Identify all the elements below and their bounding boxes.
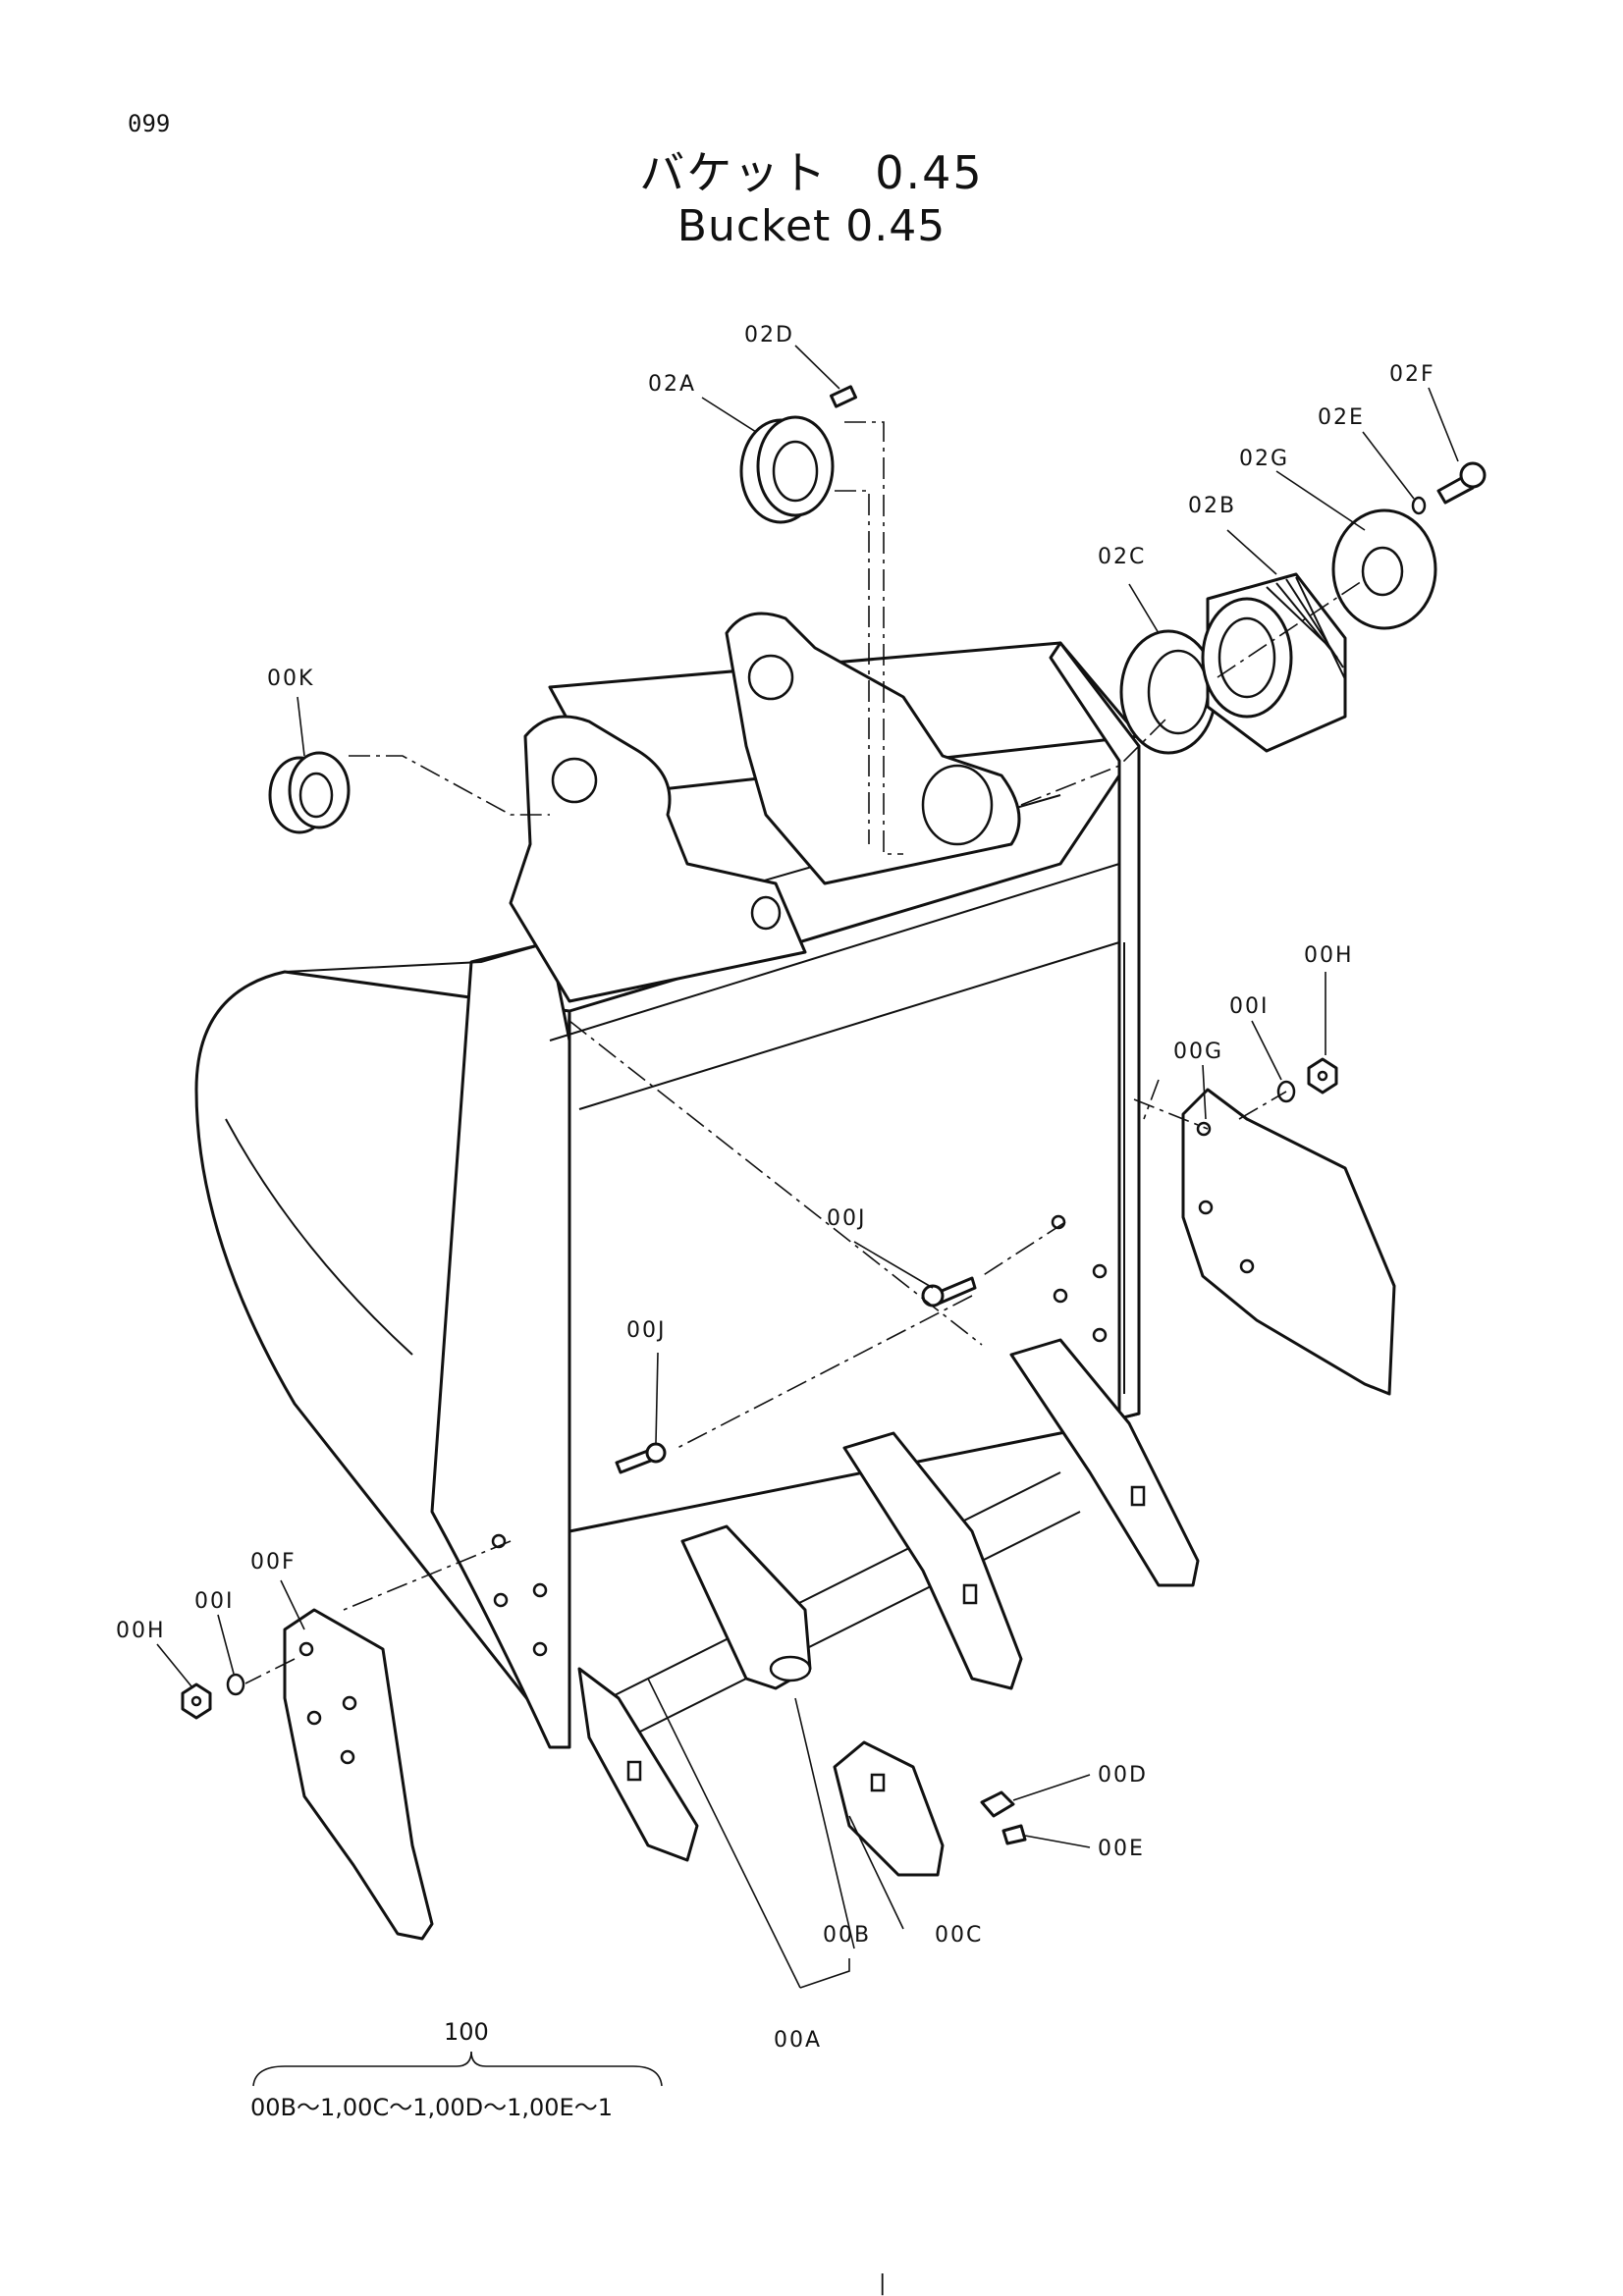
label-02A: 02A: [648, 372, 696, 397]
assembly-lines: [244, 421, 1366, 1684]
kit-contents: 00B〜1,00C〜1,00D〜1,00E〜1: [250, 2094, 613, 2121]
label-00H-right: 00H: [1304, 943, 1354, 968]
label-00H-left: 00H: [116, 1619, 166, 1643]
footer-mark: |: [879, 2271, 888, 2296]
label-00B: 00B: [823, 1923, 871, 1948]
title-english: Bucket 0.45: [676, 201, 947, 251]
label-00A: 00A: [774, 2028, 822, 2053]
label-00I-right: 00I: [1229, 994, 1269, 1019]
label-00G: 00G: [1173, 1040, 1223, 1064]
label-00J-lower: 00J: [626, 1318, 666, 1343]
teeth: [577, 1338, 1200, 1877]
label-00J-upper: 00J: [827, 1206, 866, 1231]
label-00I-left: 00I: [194, 1589, 234, 1614]
label-00F: 00F: [250, 1550, 297, 1575]
pin-assembly: [268, 385, 1487, 834]
leader-lines: [156, 345, 1459, 1989]
label-00K: 00K: [267, 667, 314, 691]
label-02G: 02G: [1239, 447, 1289, 471]
label-00D: 00D: [1098, 1763, 1148, 1788]
bolts: [615, 1276, 977, 1474]
label-02D: 02D: [744, 323, 794, 347]
label-02C: 02C: [1098, 545, 1146, 569]
label-02E: 02E: [1318, 405, 1365, 430]
kit-bracket: 100 00B〜1,00C〜1,00D〜1,00E〜1: [250, 2018, 663, 2121]
part-labels: 02D 02A 02F 02E 02G 02B 02C 00K 00H 00I …: [116, 323, 1435, 2053]
label-00E: 00E: [1098, 1837, 1145, 1861]
page-number: 099: [128, 110, 171, 137]
kit-number: 100: [444, 2018, 489, 2046]
label-02F: 02F: [1389, 362, 1435, 387]
title-japanese: バケット 0.45: [639, 146, 984, 199]
label-02B: 02B: [1188, 494, 1236, 518]
bucket-body: [194, 612, 1141, 1749]
label-00C: 00C: [935, 1923, 983, 1948]
